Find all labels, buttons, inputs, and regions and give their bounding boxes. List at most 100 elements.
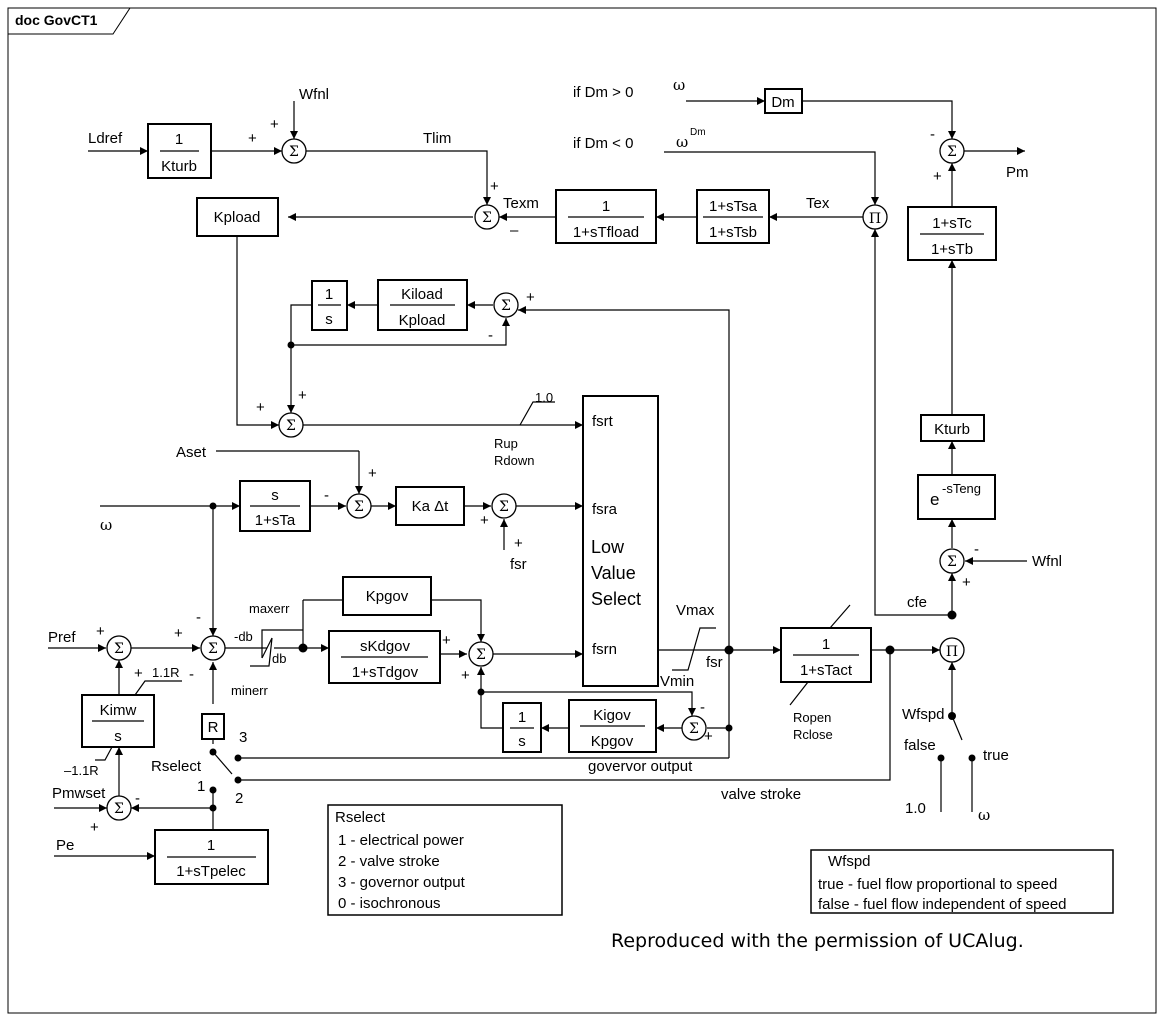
input-labels: Ldref Wfnl Aset ω Pref Pmwset Pe Wfnl ω … bbox=[48, 76, 1062, 854]
product-tex: Π bbox=[862, 204, 888, 230]
svg-text:-: - bbox=[324, 487, 329, 504]
svg-text:Pref: Pref bbox=[48, 629, 76, 646]
signal-labels: Tlim Texm Tex 1.0 Rup Rdown maxerr miner… bbox=[64, 130, 1009, 817]
svg-text:Σ: Σ bbox=[501, 298, 511, 314]
svg-text:Aset: Aset bbox=[176, 444, 207, 461]
svg-text:Σ: Σ bbox=[947, 144, 957, 160]
svg-text:+: + bbox=[704, 728, 713, 745]
svg-text:ω: ω bbox=[978, 806, 990, 824]
svg-text:Wfspd: Wfspd bbox=[828, 853, 871, 870]
frame-title-tab bbox=[8, 7, 131, 35]
svg-text:2: 2 bbox=[235, 790, 243, 807]
svg-text:Σ: Σ bbox=[499, 499, 509, 515]
svg-text:if Dm > 0: if Dm > 0 bbox=[573, 84, 633, 101]
svg-text:-sTeng: -sTeng bbox=[942, 481, 981, 496]
svg-text:e: e bbox=[930, 490, 939, 509]
block-kpload: Kpload bbox=[196, 197, 279, 237]
sum-governor: Σ bbox=[468, 641, 494, 667]
svg-text:+: + bbox=[96, 623, 105, 640]
svg-text:Kigov: Kigov bbox=[593, 707, 631, 724]
svg-text:Pe: Pe bbox=[56, 837, 74, 854]
svg-text:+: + bbox=[256, 399, 265, 416]
svg-text:valve stroke: valve stroke bbox=[721, 786, 801, 803]
svg-text:if Dm < 0: if Dm < 0 bbox=[573, 135, 633, 152]
svg-text:+: + bbox=[461, 667, 470, 684]
svg-text:fsr: fsr bbox=[510, 556, 527, 573]
attribution-note: Reproduced with the permission of UCAlug… bbox=[611, 930, 1024, 952]
svg-text:1+sTsb: 1+sTsb bbox=[709, 224, 757, 241]
block-kdgov: sKdgov 1+sTdgov bbox=[328, 630, 441, 684]
svg-text:Kpload: Kpload bbox=[214, 209, 261, 226]
svg-text:-: - bbox=[488, 327, 493, 344]
svg-text:cfe: cfe bbox=[907, 594, 927, 611]
svg-text:minerr: minerr bbox=[231, 683, 269, 698]
block-integrator-load: 1 s bbox=[311, 280, 348, 331]
svg-text:Σ: Σ bbox=[476, 647, 486, 663]
svg-text:true - fuel flow proportional: true - fuel flow proportional to speed bbox=[818, 876, 1057, 893]
frame-title: doc GovCT1 bbox=[15, 12, 98, 28]
svg-text:Ropen: Ropen bbox=[793, 710, 831, 725]
svg-text:ω: ω bbox=[676, 133, 688, 151]
legend-wfspd: Wfspd true - fuel flow proportional to s… bbox=[810, 849, 1114, 914]
block-teng-delay: e -sTeng bbox=[917, 474, 996, 520]
sum-pmwset: Σ bbox=[106, 795, 132, 821]
svg-text:1+sTdgov: 1+sTdgov bbox=[352, 664, 419, 681]
svg-text:-: - bbox=[974, 541, 979, 558]
svg-text:+: + bbox=[933, 168, 942, 185]
svg-text:Rselect: Rselect bbox=[151, 758, 202, 775]
svg-text:1: 1 bbox=[602, 198, 610, 215]
svg-text:false: false bbox=[904, 737, 936, 754]
svg-text:fsrt: fsrt bbox=[592, 413, 614, 430]
condition-labels: if Dm > 0 if Dm < 0 bbox=[573, 84, 633, 152]
svg-text:1: 1 bbox=[207, 837, 215, 854]
svg-text:1.0: 1.0 bbox=[535, 390, 553, 405]
block-kturb: Kturb bbox=[920, 414, 985, 442]
svg-text:ω: ω bbox=[100, 516, 112, 534]
svg-text:Σ: Σ bbox=[286, 418, 296, 434]
svg-text:Σ: Σ bbox=[947, 554, 957, 570]
svg-text:+: + bbox=[526, 289, 535, 306]
svg-text:1.0: 1.0 bbox=[905, 800, 926, 817]
block-low-value-select: fsrt fsra fsrn Low Value Select bbox=[582, 395, 659, 687]
svg-text:Σ: Σ bbox=[482, 210, 492, 226]
svg-text:–1.1R: –1.1R bbox=[64, 763, 99, 778]
svg-text:+: + bbox=[248, 130, 257, 147]
svg-text:Kturb: Kturb bbox=[161, 158, 197, 175]
svg-text:Wfspd: Wfspd bbox=[902, 706, 945, 723]
svg-text:Value: Value bbox=[591, 563, 636, 583]
svg-text:ω: ω bbox=[673, 76, 685, 94]
block-dm: Dm bbox=[764, 88, 803, 114]
svg-text:1: 1 bbox=[518, 709, 526, 726]
block-tact: 1 1+sTact bbox=[780, 627, 872, 683]
svg-text:1: 1 bbox=[822, 636, 830, 653]
svg-text:Wfnl: Wfnl bbox=[299, 86, 329, 103]
svg-text:1.1R: 1.1R bbox=[152, 665, 179, 680]
diagram-frame bbox=[7, 7, 1157, 1014]
sum-pm: Σ bbox=[939, 138, 965, 164]
block-r: R bbox=[201, 713, 225, 740]
svg-text:-: - bbox=[930, 126, 935, 143]
svg-text:1+sTc: 1+sTc bbox=[932, 215, 972, 232]
block-kigov-over-kpgov: Kigov Kpgov bbox=[568, 699, 657, 753]
svg-text:-: - bbox=[196, 609, 201, 626]
svg-text:R: R bbox=[208, 719, 219, 736]
block-tsa-tsb: 1+sTsa 1+sTsb bbox=[696, 189, 770, 244]
svg-text:3 - governor output: 3 - governor output bbox=[338, 874, 466, 891]
svg-text:+: + bbox=[298, 387, 307, 404]
svg-text:Rclose: Rclose bbox=[793, 727, 833, 742]
svg-text:fsra: fsra bbox=[592, 501, 618, 518]
svg-text:Σ: Σ bbox=[114, 641, 124, 657]
svg-text:-db: -db bbox=[234, 629, 253, 644]
svg-text:Σ: Σ bbox=[289, 144, 299, 160]
svg-text:-: - bbox=[135, 790, 140, 807]
svg-text:Wfnl: Wfnl bbox=[1032, 553, 1062, 570]
sum-governor-feedback: Σ bbox=[681, 715, 707, 741]
svg-text:db: db bbox=[272, 651, 286, 666]
svg-text:1: 1 bbox=[197, 778, 205, 795]
svg-text:2 - valve stroke: 2 - valve stroke bbox=[338, 853, 440, 870]
output-pm: Pm bbox=[1006, 164, 1029, 181]
sum-speed-error: Σ bbox=[200, 635, 226, 661]
block-ka-dt: Ka Δt bbox=[395, 486, 465, 526]
junction-dots bbox=[209, 341, 976, 812]
block-tpelec: 1 1+sTpelec bbox=[154, 829, 269, 885]
